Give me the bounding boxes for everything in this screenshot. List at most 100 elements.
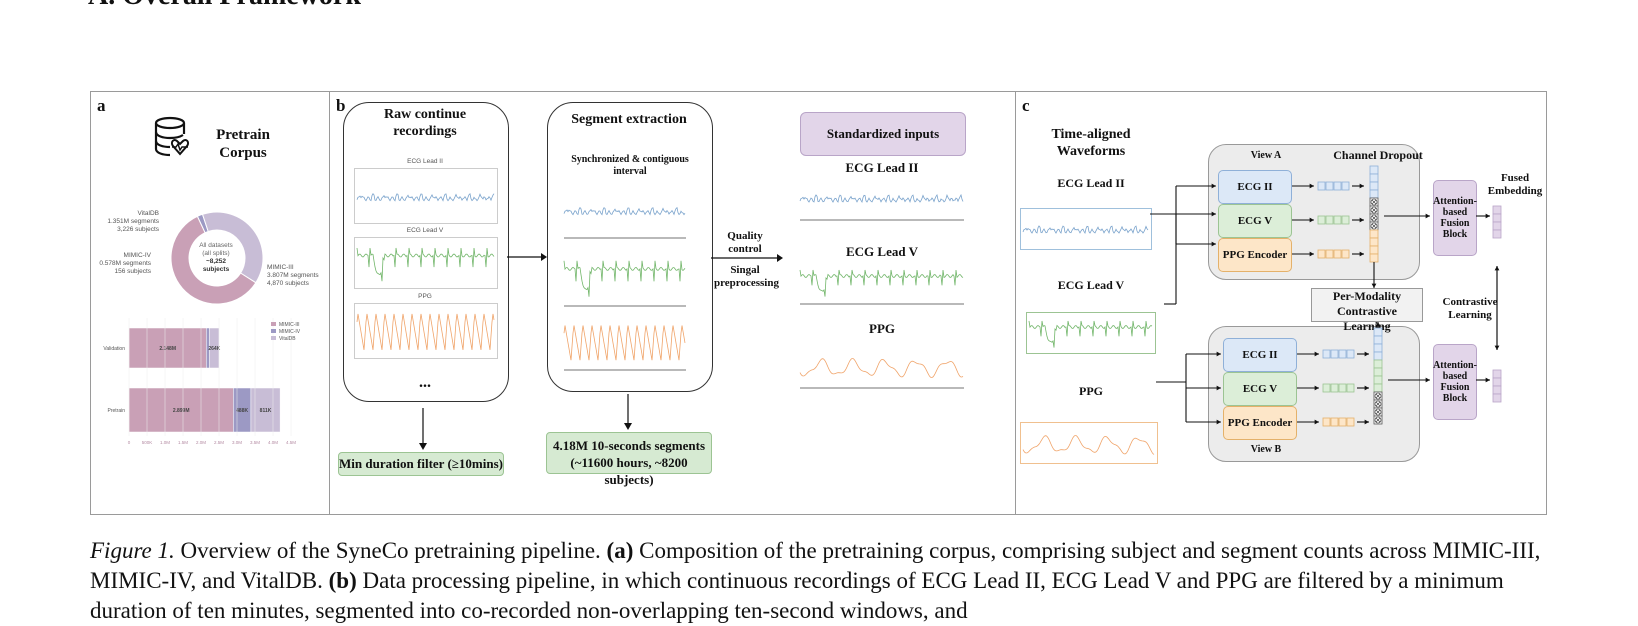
arrowhead [1359,183,1364,189]
dropout-mark [1370,198,1378,206]
token-cell [1317,215,1326,225]
donut-slice-vitaldb [201,211,264,284]
bar-tick-label: 500K [142,440,153,445]
bar-tick-label: 0 [128,440,131,445]
arrowhead [1359,217,1364,223]
token-cell [1325,215,1334,225]
bar-value-label: 488K [236,408,248,414]
stack-cell [1369,237,1379,247]
arrowhead [1364,419,1369,425]
raw-ecgv-plot [354,237,498,289]
dropout-cross [1375,417,1381,423]
stack-cell [1369,229,1379,239]
panel-b-label: b [336,96,346,115]
dropout-mark [1374,408,1382,416]
stack-cell [1369,165,1379,175]
segment-ecgv-plot [562,250,688,312]
corpus-title: Pretrain Corpus [216,127,270,161]
token-cell [1325,181,1334,191]
token-cell [1330,383,1339,393]
segment-title: Segment extraction [571,112,687,127]
donut-chart [170,211,264,305]
token-cell [1338,417,1347,427]
dropout-cross [1375,401,1381,407]
arrowhead [1314,419,1319,425]
bar-tick-label: 1.0M [160,440,170,445]
std-ecgv-plot [798,262,966,310]
bar-segment [128,327,207,369]
view-a-ecgv-encoder: ECG V Encoder [1218,204,1292,259]
dropout-cross [1375,409,1381,415]
arrowhead [1309,183,1314,189]
dropout-mark [1370,206,1378,214]
stack-cell [1373,359,1383,369]
arrowhead [1216,419,1221,425]
view-b-fusion-block: Attention-based Fusion Block [1433,344,1477,420]
fused-cell [1492,385,1502,395]
panel-c: c Time-aligned Waveforms ECG Lead II ECG… [1015,92,1547,514]
time-aligned-title: Time-aligned Waveforms [1051,127,1131,159]
bar-tick-label: 2.0M [196,440,206,445]
donut-center-label: All datasets (all splits) ~8,252 subject… [199,242,233,273]
raw-label-ecg2: ECG Lead II [407,158,443,165]
fused-cell [1492,213,1502,223]
contrastive-learning-label: Contrastive Learning [1442,296,1498,321]
stack-cell [1373,335,1383,345]
token-cell [1333,249,1342,259]
view-b-label: View B [1250,444,1282,455]
dropout-mark [1374,400,1382,408]
stack-cell [1373,375,1383,385]
bar-tick-label: 3.5M [250,440,260,445]
token-cell [1338,349,1347,359]
arrowhead [1371,283,1377,288]
panel-a: a Pretrain Corpus All datasets (all spli… [91,92,329,514]
raw-recordings-box [343,102,509,402]
waveform-trace [356,313,495,350]
legend-swatch [271,329,276,333]
legend-label: VitalDB [279,336,296,342]
raw-ecg2-plot [354,168,498,224]
panel-b: b Raw continue recordings ECG Lead II EC… [329,92,1016,514]
bar-value-label: 811K [260,408,272,414]
dropout-mark [1374,392,1382,400]
arrowhead [1211,241,1216,247]
min-duration-filter: Min duration filter (≥10mins) [338,452,504,476]
quality-control-label: Quality control [727,230,763,255]
bar-tick-label: 1.5M [178,440,188,445]
arrowhead [1211,183,1216,189]
segment-result: 4.18M 10-seconds segments (~11600 hours,… [546,432,712,487]
legend-label: MIMIC-III [279,322,300,328]
dropout-cross [1371,215,1377,221]
arrow-segment-to-result [624,394,632,430]
arrowhead [1364,385,1369,391]
std-label-ecgv: ECG Lead V [846,244,918,259]
arrowhead [1216,385,1221,391]
std-label-ecg2: ECG Lead II [845,160,919,175]
token-cell [1330,417,1339,427]
dropout-mark [1370,222,1378,230]
view-a-ppg-encoder: PPG Encoder [1218,238,1292,272]
arrowhead [1211,211,1216,217]
raw-title: Raw continue recordings [383,107,467,139]
waveform-trace [563,325,686,361]
waveform-trace [1022,435,1155,455]
arrowhead [1309,217,1314,223]
stack-cell [1373,367,1383,377]
fused-cell [1492,229,1502,239]
arrow-to-standardized [711,254,783,262]
arrowhead [1309,251,1314,257]
stack-cell [1373,327,1383,337]
segment-ecg2-plot [562,184,688,244]
mimic-iv-annotation: MIMIC-IV 0.578M segments 156 subjects [99,252,151,275]
waveform-trace [563,206,686,216]
figure: a Pretrain Corpus All datasets (all spli… [90,91,1547,515]
view-b-ppg-encoder: PPG Encoder [1223,406,1297,440]
segment-extraction-box [547,102,713,392]
waveform-trace [1022,225,1149,235]
legend-swatch [271,336,276,340]
std-label-ppg: PPG [869,321,895,336]
fused-cell [1492,369,1502,379]
dropout-cross [1371,223,1377,229]
dropout-mark [1374,416,1382,424]
stack-cell [1369,189,1379,199]
